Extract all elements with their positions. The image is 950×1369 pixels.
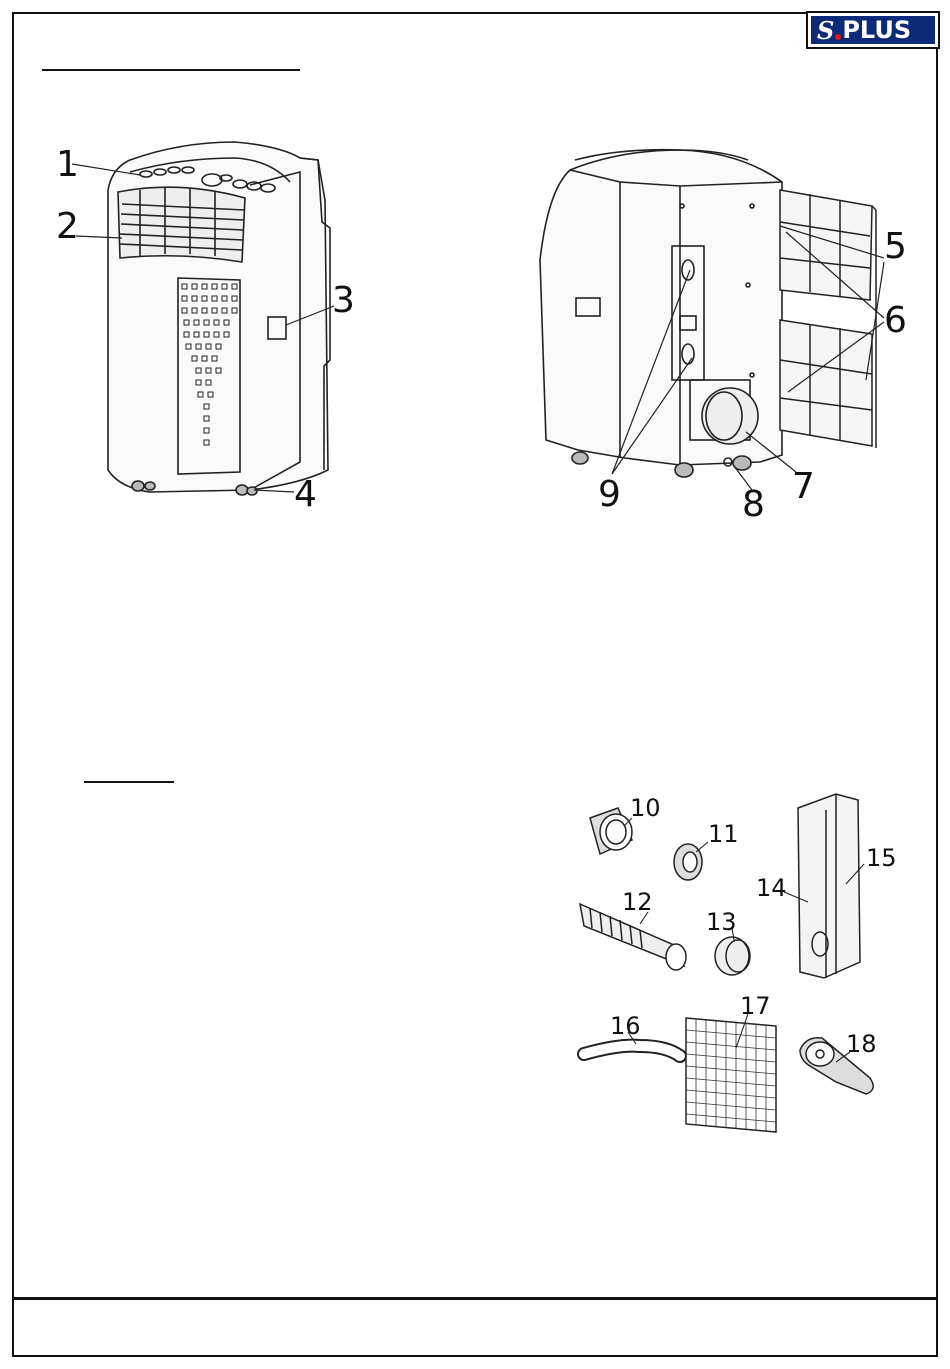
back-unit-illustration [540, 150, 782, 477]
air-outlet-grille [118, 187, 245, 262]
front-unit-illustration [108, 142, 330, 495]
label-6: 6 [884, 300, 907, 341]
label-5: 5 [884, 226, 907, 267]
label-9: 9 [598, 474, 621, 515]
label-18: 18 [846, 1030, 877, 1058]
label-10: 10 [630, 794, 661, 822]
label-16: 16 [610, 1012, 641, 1040]
accessory-hose-adaptor [590, 808, 632, 854]
label-11: 11 [708, 820, 739, 848]
label-1: 1 [56, 144, 79, 185]
label-4: 4 [294, 474, 317, 515]
accessory-end-cap [715, 937, 750, 975]
accessory-window-panel [798, 794, 860, 978]
label-2: 2 [56, 206, 79, 247]
label-7: 7 [792, 466, 815, 507]
label-14: 14 [756, 874, 787, 902]
label-13: 13 [706, 908, 737, 936]
label-15: 15 [866, 844, 897, 872]
label-8: 8 [742, 484, 765, 525]
label-3: 3 [332, 280, 355, 321]
air-filters [780, 190, 876, 448]
accessory-ring [674, 844, 702, 880]
label-17: 17 [740, 992, 771, 1020]
accessory-drain-pipe [584, 1046, 680, 1056]
label-12: 12 [622, 888, 653, 916]
